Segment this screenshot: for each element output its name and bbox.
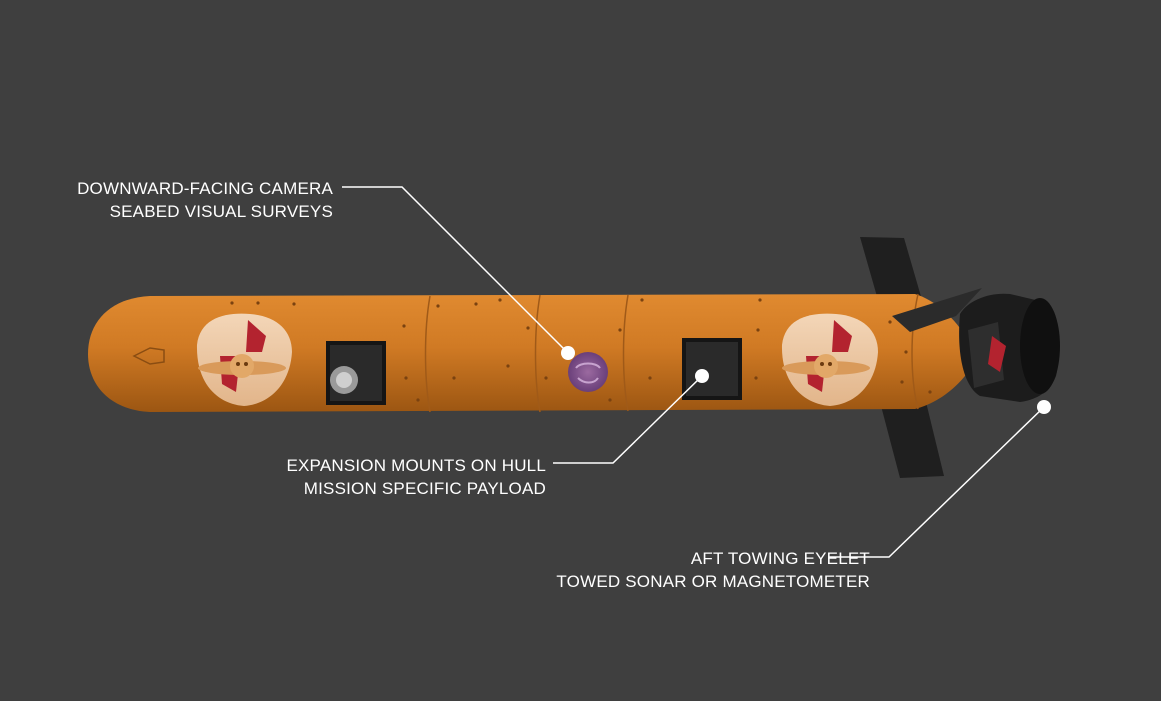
downward-camera — [568, 352, 608, 392]
expansion-mount-rear — [682, 338, 742, 400]
camera-leader-line — [342, 186, 569, 354]
camera-callout: DOWNWARD-FACING CAMERA SEABED VISUAL SUR… — [77, 177, 333, 223]
eyelet-callout: AFT TOWING EYELET TOWED SONAR OR MAGNETO… — [556, 547, 870, 593]
expansion-mount-front — [326, 341, 386, 405]
tail-assembly — [892, 288, 1060, 402]
camera-callout-subtitle: SEABED VISUAL SURVEYS — [109, 202, 333, 221]
eyelet-marker — [1037, 400, 1051, 414]
upper-fin — [860, 237, 922, 300]
hull-seam-2 — [534, 294, 541, 413]
mounts-leader-line — [553, 375, 703, 464]
camera-callout-title: DOWNWARD-FACING CAMERA — [77, 179, 333, 198]
camera-marker — [561, 346, 575, 360]
eyelet-callout-title: AFT TOWING EYELET — [690, 549, 870, 568]
mounts-callout-title: EXPANSION MOUNTS ON HULL — [286, 456, 546, 475]
mounts-callout-subtitle: MISSION SPECIFIC PAYLOAD — [303, 479, 546, 498]
eyelet-leader-line — [829, 406, 1045, 558]
hull-body — [88, 294, 968, 412]
rear-thruster — [781, 313, 878, 406]
hull-rivets — [230, 298, 932, 402]
hull-seam-3 — [622, 294, 629, 412]
hull-seam-4 — [911, 293, 919, 410]
hull-seam-1 — [424, 295, 431, 413]
mounts-callout: EXPANSION MOUNTS ON HULL MISSION SPECIFI… — [286, 454, 546, 500]
lower-fin — [880, 402, 944, 478]
eyelet-callout-subtitle: TOWED SONAR OR MAGNETOMETER — [556, 572, 870, 591]
nose-marking-icon — [132, 347, 165, 365]
front-thruster — [196, 313, 292, 406]
mounts-marker — [695, 369, 709, 383]
